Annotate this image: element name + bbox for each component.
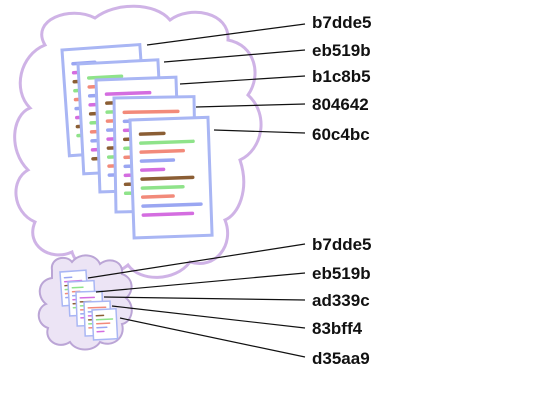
hash-label: ad339c	[312, 291, 370, 310]
page-text-line	[87, 306, 107, 309]
page-text-line	[122, 109, 180, 115]
small-leader-lines	[87, 243, 306, 358]
leader-line	[103, 296, 306, 301]
page-text-line	[140, 194, 175, 199]
large-page-stack	[60, 42, 214, 240]
page-text-line	[138, 131, 166, 136]
leader-line	[163, 49, 306, 63]
page-text-line	[139, 148, 185, 154]
page-text-line	[86, 74, 124, 80]
hash-label: 804642	[312, 95, 369, 114]
hash-label: eb519b	[312, 264, 371, 283]
page-text-line	[141, 202, 203, 208]
page-text-line	[104, 90, 152, 96]
document-page-icon	[91, 307, 119, 341]
leader-line	[87, 243, 306, 279]
hash-label: b1c8b5	[312, 67, 371, 86]
page-text-line	[139, 139, 195, 145]
leader-line	[95, 272, 306, 293]
leader-line	[213, 129, 306, 134]
hash-label: b7dde5	[312, 13, 372, 32]
leader-line	[146, 23, 306, 46]
page-text-line	[139, 158, 176, 163]
leader-line	[119, 317, 306, 358]
page-text-line	[63, 276, 73, 279]
leader-line	[179, 75, 306, 85]
hash-label: b7dde5	[312, 235, 372, 254]
hash-label: eb519b	[312, 41, 371, 60]
page-text-line	[95, 322, 111, 325]
hash-label: 83bff4	[312, 319, 363, 338]
leader-line	[195, 103, 306, 108]
hash-label: 60c4bc	[312, 125, 370, 144]
page-text-line	[141, 211, 195, 217]
large-leader-lines	[146, 23, 306, 134]
hash-label: d35aa9	[312, 349, 370, 368]
page-text-line	[71, 286, 84, 289]
page-text-line	[140, 175, 195, 181]
document-page-icon	[128, 115, 214, 240]
small-page-stack	[59, 269, 119, 341]
leader-line	[111, 305, 306, 329]
page-text-line	[140, 184, 185, 190]
page-text-line	[140, 167, 166, 172]
page-sheet	[91, 307, 119, 341]
page-text-line	[96, 326, 108, 329]
page-text-line	[95, 318, 114, 321]
